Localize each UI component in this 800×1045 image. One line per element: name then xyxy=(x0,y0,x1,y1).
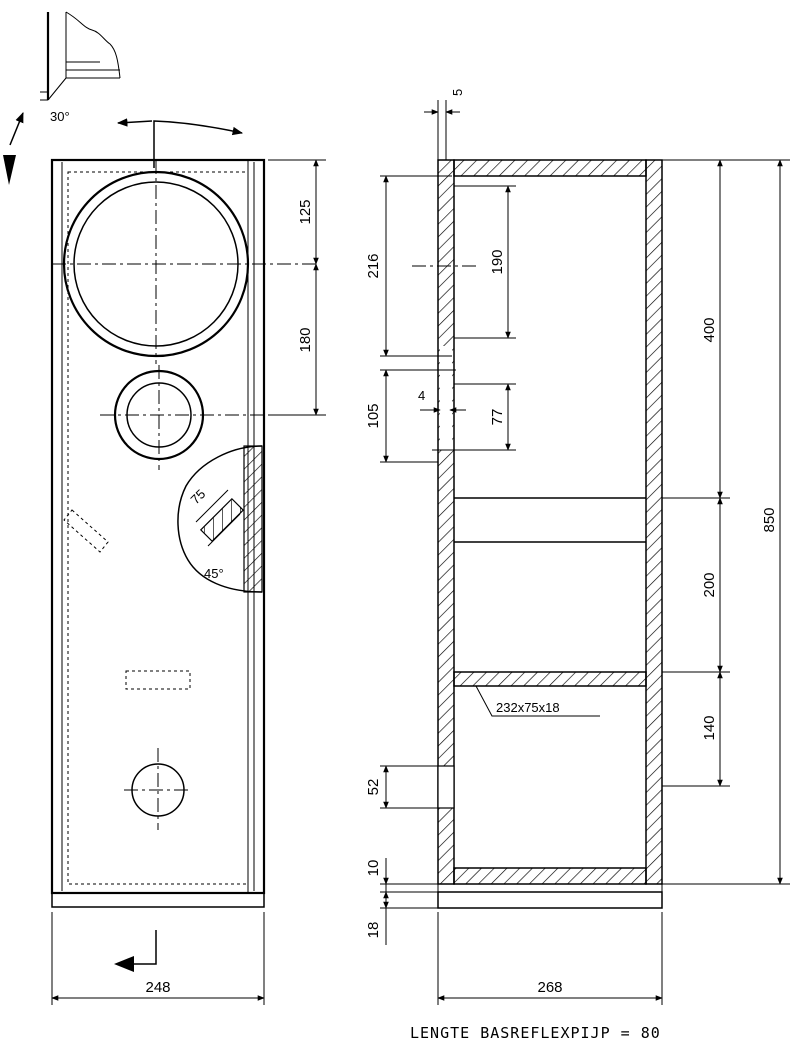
top-edge-detail xyxy=(40,11,121,101)
side-width-dim: 268 xyxy=(437,912,663,1005)
back-panel xyxy=(645,159,663,885)
top-notch-dim: 5 xyxy=(424,89,465,160)
dim-77: 77 xyxy=(489,409,506,426)
dim-268: 268 xyxy=(537,979,562,996)
port-length-note: LENGTE BASREFLEXPIJP = 80 xyxy=(410,1024,661,1042)
dim-200: 200 xyxy=(701,572,718,597)
dim-400: 400 xyxy=(701,317,718,342)
inner-shelf xyxy=(453,671,647,687)
dim-248: 248 xyxy=(145,979,170,996)
dim-850: 850 xyxy=(761,507,778,532)
side-section-view: 232x75x18 5 216 105 52 10 18 xyxy=(365,89,790,1005)
top-angle-label: 30° xyxy=(50,109,70,124)
bottom-port xyxy=(124,748,192,830)
corner-arrow-icon xyxy=(3,112,24,185)
front-plinth xyxy=(51,892,265,908)
terminal-plate xyxy=(125,670,191,690)
dim-4: 4 xyxy=(418,388,425,403)
front-view: 30° xyxy=(3,11,326,1005)
shelf-label: 232x75x18 xyxy=(496,700,560,715)
rotation-arrow-icon xyxy=(116,118,244,168)
dim-125: 125 xyxy=(297,199,314,224)
dim-52: 52 xyxy=(365,779,382,796)
side-left-dims: 216 105 52 10 18 xyxy=(365,175,452,945)
tweeter xyxy=(100,365,320,470)
side-right-dims: 400 200 140 850 xyxy=(662,159,790,885)
insert-75-label: 75 xyxy=(188,486,209,507)
dim-5: 5 xyxy=(450,89,465,96)
dim-180: 180 xyxy=(297,327,314,352)
side-inner-dims: 190 77 4 xyxy=(412,185,516,451)
view-arrow-icon xyxy=(114,930,157,972)
dim-10: 10 xyxy=(365,860,382,877)
dim-190: 190 xyxy=(489,249,506,274)
detail-bubble: 75 45° xyxy=(177,445,263,593)
insert-angle-label: 45° xyxy=(204,566,224,581)
top-panel xyxy=(453,159,647,177)
bottom-panel xyxy=(453,867,647,885)
dim-140: 140 xyxy=(701,715,718,740)
front-width-dim: 248 xyxy=(51,912,265,1005)
dim-18: 18 xyxy=(365,922,382,939)
woofer xyxy=(52,160,320,364)
dim-105: 105 xyxy=(365,403,382,428)
front-vertical-dims: 125 180 xyxy=(268,159,326,416)
dim-216: 216 xyxy=(365,253,382,278)
side-plinth xyxy=(437,891,663,909)
